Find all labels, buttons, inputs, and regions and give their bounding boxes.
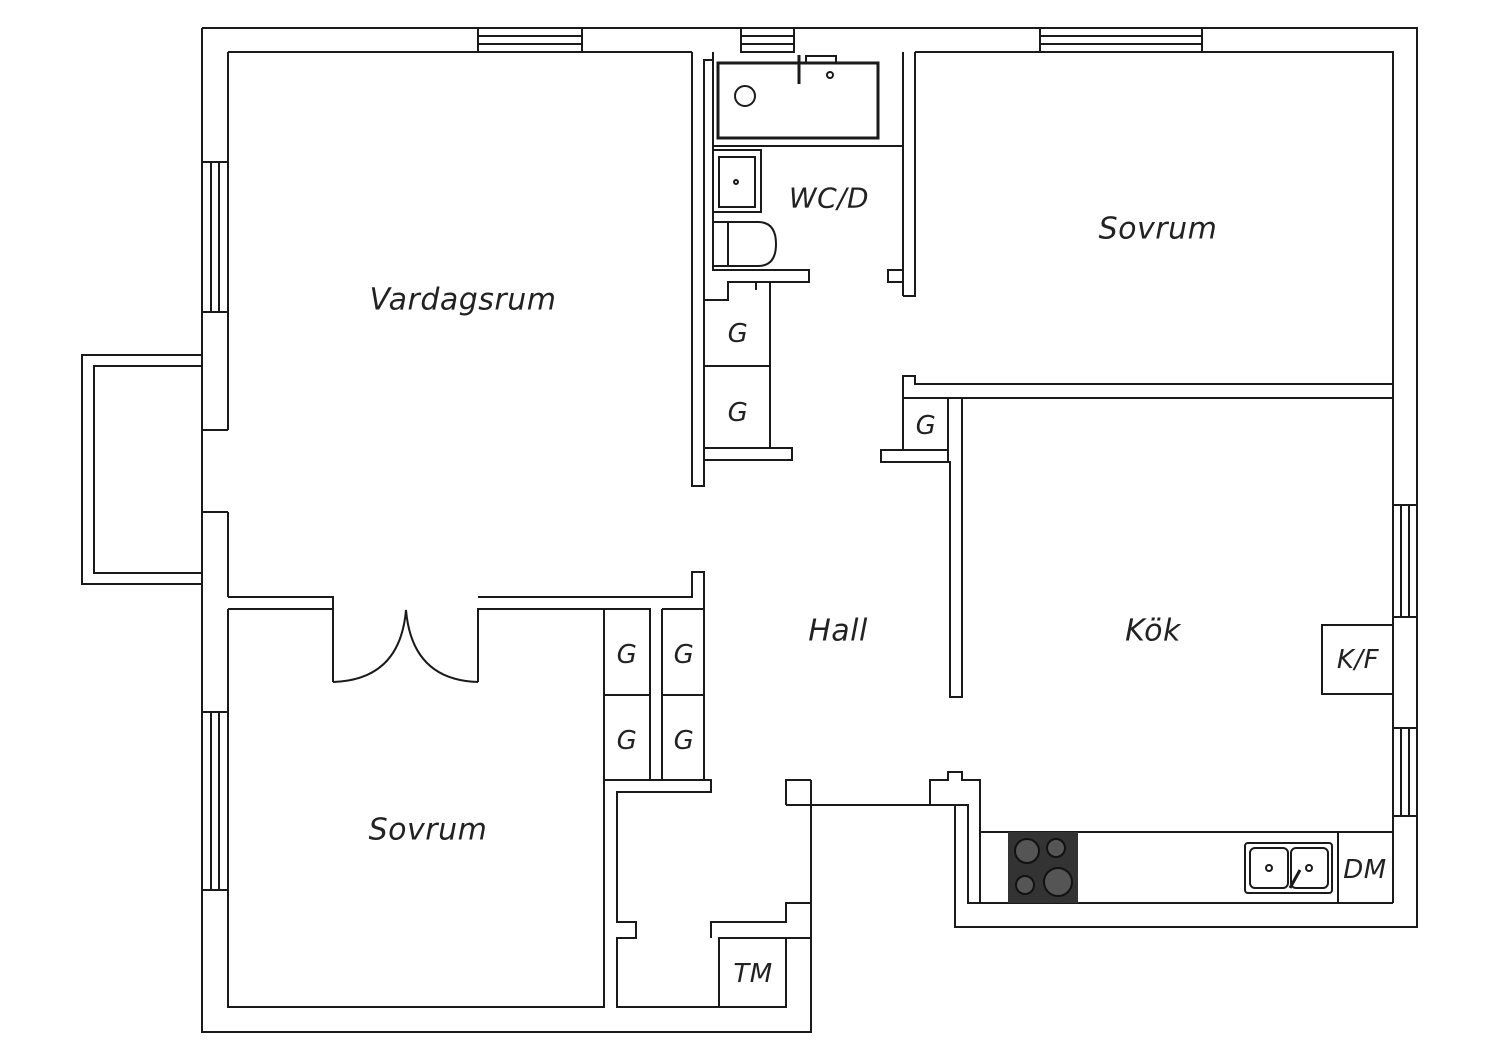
closet-label: G <box>616 726 638 756</box>
window-right-top <box>1392 504 1418 618</box>
closet-label: G <box>727 398 749 428</box>
window-left-bottom <box>201 711 229 891</box>
toilet <box>712 221 778 267</box>
dishwasher-label: DM <box>1343 855 1387 885</box>
balcony <box>81 354 202 585</box>
outer-wall <box>201 27 1418 1033</box>
window-top-bath <box>740 27 795 53</box>
closet-label: G <box>673 726 695 756</box>
closet-label: G <box>915 411 937 441</box>
fridge-freezer <box>1321 624 1394 695</box>
window-right-bottom <box>1392 727 1418 817</box>
window-top-left <box>477 27 583 53</box>
room-label-vardagsrum: Vardagsrum <box>369 282 557 318</box>
washing-machine <box>718 937 787 1008</box>
fridge-freezer-label: K/F <box>1336 645 1380 675</box>
room-label-hall: Hall <box>808 613 868 649</box>
window-top-right <box>1039 27 1203 53</box>
stove <box>1008 832 1078 903</box>
closet-label: G <box>616 640 638 670</box>
window-left-top <box>201 161 229 313</box>
kitchen-sink <box>1244 842 1333 894</box>
room-label-sovrum-top: Sovrum <box>1098 211 1218 247</box>
room-label-wc: WC/D <box>788 181 870 215</box>
washing-machine-label: TM <box>733 959 773 989</box>
kitchen-counter <box>955 804 1393 904</box>
room-label-kok: Kök <box>1125 613 1181 649</box>
bathroom-sink <box>712 149 762 213</box>
double-door <box>332 609 479 683</box>
closet-label: G <box>727 319 749 349</box>
room-label-sovrum-bottom: Sovrum <box>368 812 488 848</box>
closet-label: G <box>673 640 695 670</box>
